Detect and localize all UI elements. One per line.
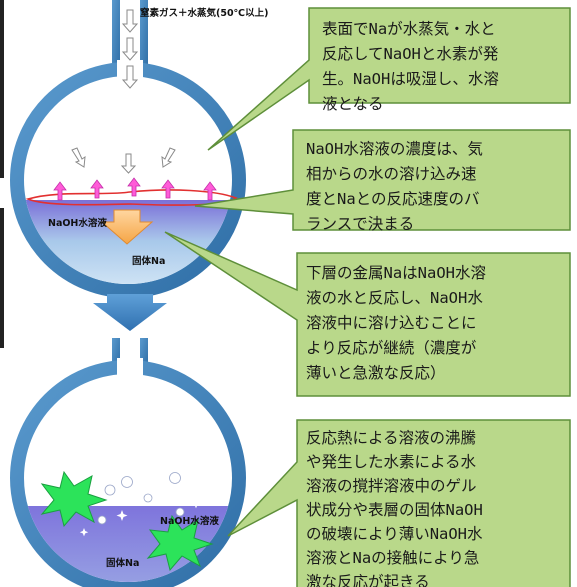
upper-vessel-neck-right xyxy=(140,0,148,72)
callout-1-line: 表面でNaが水蒸気・水と xyxy=(322,20,496,38)
lower-vessel-neck-right xyxy=(140,338,148,368)
callout-4-line: 反応熱による溶液の沸騰 xyxy=(306,429,476,447)
inlet-arrow-2 xyxy=(121,37,139,61)
gas-arrows xyxy=(71,147,176,174)
callout-3-line: 液の水と反応し、NaOH水 xyxy=(306,289,483,307)
vapor-arrow-1 xyxy=(53,181,67,201)
upper-vessel-neck-left xyxy=(112,0,120,72)
callout-4-line: 状成分や表層の固体NaOH xyxy=(306,501,483,519)
inlet-arrow-3 xyxy=(121,65,139,89)
inlet-arrows xyxy=(121,9,139,89)
vapor-arrows xyxy=(53,177,217,201)
callout-4-line: 溶液とNaの接触により急 xyxy=(306,549,479,567)
svg-text:NaOH水溶液の濃度は、気 相からの水の溶け込み: NaOH水溶液の濃度は、気 相からの水の溶け込み速 度とNaとの反応速度のバ ラ… xyxy=(306,140,492,233)
callout-2-line: NaOH水溶液の濃度は、気 xyxy=(306,140,483,158)
vapor-arrow-2 xyxy=(90,179,104,199)
left-edge-mark-bottom xyxy=(0,208,4,348)
sparkles xyxy=(79,500,201,537)
lower-vessel xyxy=(10,338,246,587)
callout-4-line: の破壊により薄いNaOH水 xyxy=(306,525,483,543)
svg-text:反応熱による溶液の沸騰 や発生した水素による水: 反応熱による溶液の沸騰 や発生した水素による水 溶液の撹拌溶液中のゲル 状成分や… xyxy=(306,429,492,587)
gas-arrow-center xyxy=(120,153,137,174)
callout-1-line: 生。NaOHは吸湿し、水溶 xyxy=(322,70,499,88)
bubble xyxy=(104,484,116,496)
bubble xyxy=(121,476,133,488)
svg-text:下層の金属NaはNaOH水溶 液の水と反応し、N: 下層の金属NaはNaOH水溶 液の水と反応し、NaOH水 溶液中に溶け込むことに… xyxy=(306,264,495,382)
callout-concentration: NaOH水溶液の濃度は、気 相からの水の溶け込み速 度とNaとの反応速度のバ ラ… xyxy=(194,129,571,233)
callout-2-line: 度とNaとの反応速度のバ xyxy=(306,190,480,208)
callout-4-line: 溶液の撹拌溶液中のゲル xyxy=(306,477,477,495)
callout-3-line: 下層の金属NaはNaOH水溶 xyxy=(306,264,486,282)
callout-surface-reaction: 表面でNaが水蒸気・水と 反応してNaOHと水素が発 生。NaOHは吸湿し、水溶… xyxy=(207,7,571,151)
callout-continued-reaction: 下層の金属NaはNaOH水溶 液の水と反応し、NaOH水 溶液中に溶け込むことに… xyxy=(164,231,571,397)
upper-solution-label: NaOH水溶液 xyxy=(48,217,107,229)
lower-solution-label: NaOH水溶液 xyxy=(160,515,219,527)
svg-text:表面でNaが水蒸気・水と 反応してNaOHと水素: 表面でNaが水蒸気・水と 反応してNaOHと水素が発 生。NaOHは吸湿し、水溶… xyxy=(322,20,508,113)
splash-burst-right xyxy=(146,514,214,572)
callout-3-line: 薄いと急激な反応） xyxy=(306,364,446,382)
transition-arrow xyxy=(93,294,167,331)
bubble xyxy=(97,515,107,525)
sparkle xyxy=(116,510,128,521)
vapor-arrow-4 xyxy=(161,179,175,199)
callout-violent-reaction: 反応熱による溶液の沸騰 や発生した水素による水 溶液の撹拌溶液中のゲル 状成分や… xyxy=(227,419,571,587)
sparkle xyxy=(191,500,201,509)
lower-solid-label: 固体Na xyxy=(106,557,139,569)
gas-arrow-left xyxy=(71,147,86,168)
hydrogen-bubbles xyxy=(97,472,185,525)
dissolution-arrow xyxy=(100,209,154,245)
lower-vessel-neck-left xyxy=(112,338,120,368)
reaction-surface-outline xyxy=(25,189,238,206)
callout-3-line: 溶液中に溶け込むことに xyxy=(306,314,477,332)
callout-4-line: 激な反応が起きる xyxy=(306,573,430,587)
bubble xyxy=(169,472,181,484)
vapor-arrow-5 xyxy=(203,181,217,201)
callout-4-line: や発生した水素による水 xyxy=(306,453,477,471)
inlet-label: 窒素ガス＋水蒸気(50℃以上) xyxy=(140,7,268,19)
callout-2-line: ランスで決まる xyxy=(306,215,414,233)
bubble xyxy=(143,493,153,503)
splash-burst-left xyxy=(40,470,108,528)
inlet-arrow-1 xyxy=(121,9,139,33)
sparkle xyxy=(79,528,89,537)
vapor-arrow-3 xyxy=(127,177,141,197)
callout-1-line: 反応してNaOHと水素が発 xyxy=(322,45,499,63)
callout-1-line: 液となる xyxy=(322,95,384,113)
gas-arrow-right xyxy=(161,147,176,168)
left-edge-mark-top xyxy=(0,0,4,178)
callout-2-line: 相からの水の溶け込み速 xyxy=(306,165,477,183)
callout-3-line: より反応が継続（濃度が xyxy=(306,339,477,357)
upper-solid-label: 固体Na xyxy=(132,255,165,267)
bubble xyxy=(175,507,185,517)
